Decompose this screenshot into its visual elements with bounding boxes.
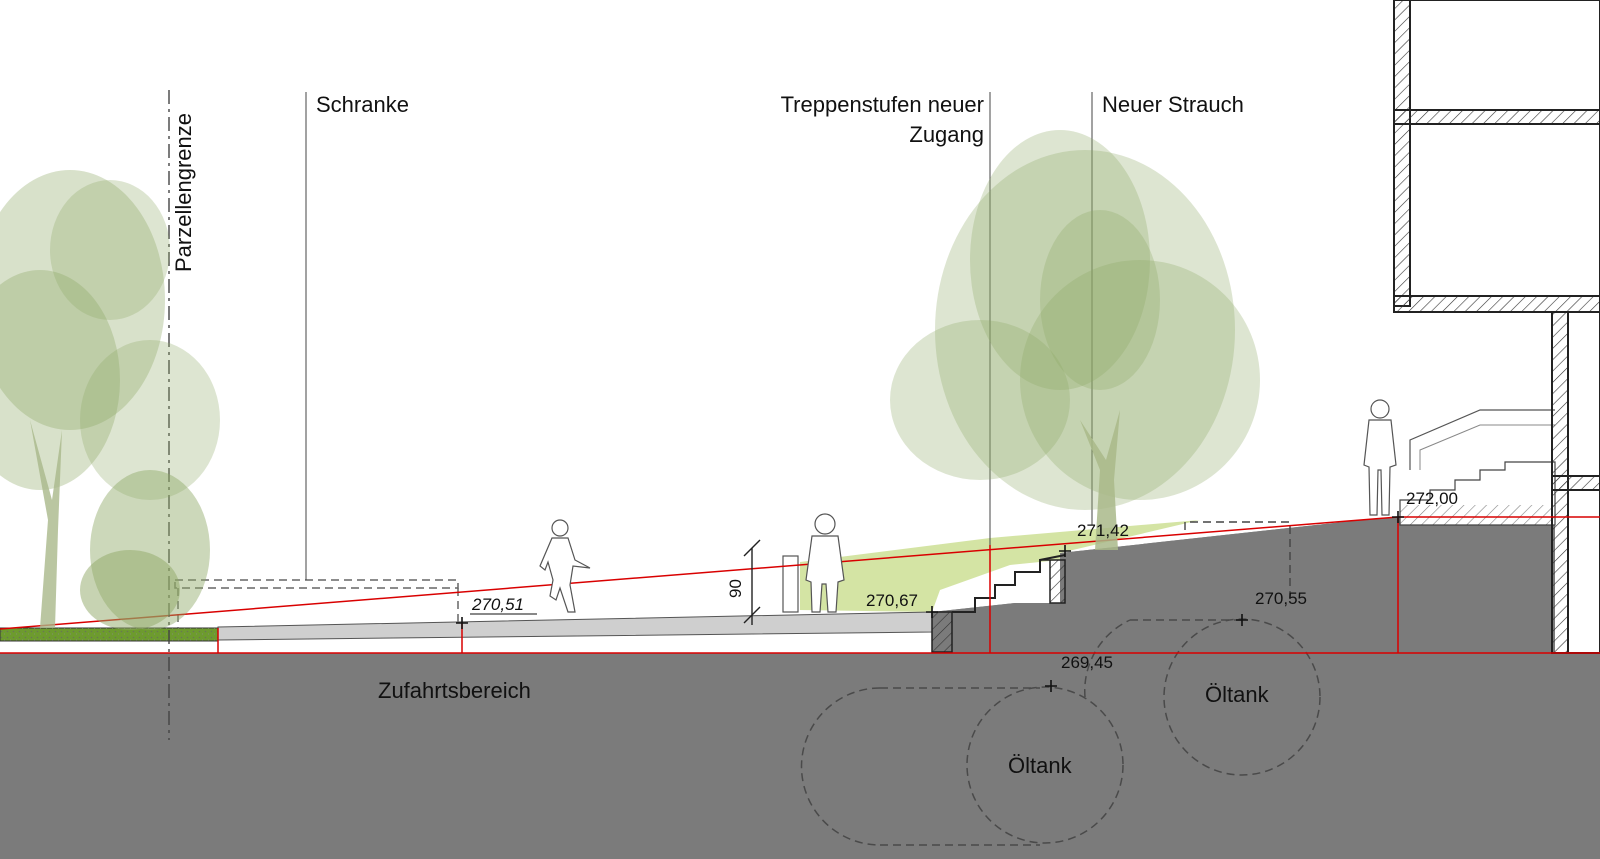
elevation-271-42: 271,42 (1077, 521, 1129, 540)
adult-figure-middle (805, 513, 845, 613)
ground-under-stairs (932, 517, 1555, 653)
elevation-270-67: 270,67 (866, 591, 918, 610)
terrace-stairs (1399, 409, 1556, 526)
new-shrub-tree-icon (890, 130, 1260, 550)
driveway-paving (217, 611, 933, 641)
oil-tank-outlines (800, 618, 1321, 846)
oil-tank-label-1: Öltank (1008, 753, 1073, 778)
oil-tank-label-2: Öltank (1205, 682, 1270, 707)
access-area-label: Zufahrtsbereich (378, 678, 531, 703)
leader-lines (305, 92, 1093, 580)
new-access-stairs (931, 554, 1066, 653)
adult-figure-right (1363, 399, 1397, 516)
height-dimension-label: 90 (726, 579, 745, 598)
running-child-figure (539, 519, 591, 613)
new-shrub-label: Neuer Strauch (1102, 92, 1244, 117)
red-reference-lines (0, 516, 1600, 654)
steps-label-line2: Zugang (909, 122, 984, 147)
elevation-269-45: 269,45 (1061, 653, 1113, 672)
height-dimension (743, 539, 761, 625)
elevation-270-51: 270,51 (471, 595, 524, 614)
barrier-label: Schranke (316, 92, 409, 117)
bollard (782, 555, 799, 613)
person-silhouettes (539, 399, 1397, 613)
elevation-markers (456, 511, 1404, 692)
tree-left-icon (0, 170, 220, 630)
elevation-272-00: 272,00 (1406, 489, 1458, 508)
steps-label-line1: Treppenstufen neuer (781, 92, 984, 117)
parcel-boundary-label: Parzellengrenze (171, 113, 196, 272)
elevation-270-55: 270,55 (1255, 589, 1307, 608)
